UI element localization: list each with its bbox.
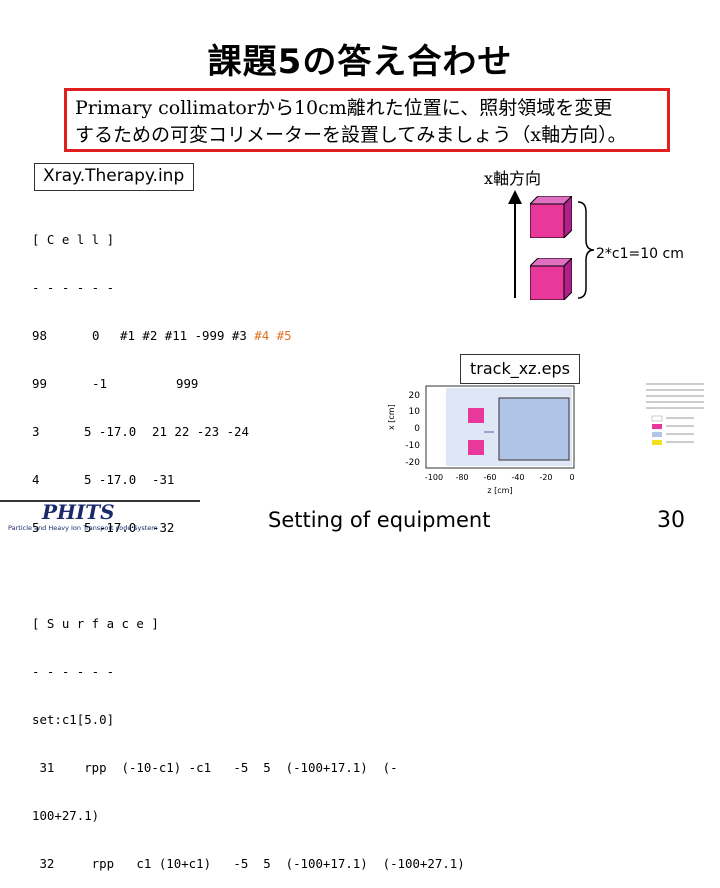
- instruction-box: Primary collimatorから10cm離れた位置に、照射領域を変更 す…: [64, 88, 670, 152]
- plot-ylabel: x [cm]: [387, 404, 396, 430]
- surface-32-line: 32 rpp c1 (10+c1) -5 5 (-100+17.1) (-100…: [32, 856, 465, 871]
- surface-31-line-a: 31 rpp (-10-c1) -c1 -5 5 (-100+17.1) (-: [32, 760, 398, 775]
- slide-title: 課題5の答え合わせ: [207, 42, 513, 82]
- size-label: 2*c1=10 cm: [596, 246, 684, 262]
- target-block: [498, 397, 570, 461]
- x-tick: 0: [569, 473, 574, 482]
- x-tick: -60: [483, 473, 496, 482]
- surface-header: [ S u r f a c e ]: [32, 616, 159, 631]
- logo-subtitle: Particle and Heavy Ion Transport code Sy…: [8, 524, 158, 532]
- caption: Setting of equipment: [268, 508, 491, 532]
- y-tick: 20: [409, 391, 421, 401]
- track-plot: x [cm] 20 10 0 -10 -20 -100 -80 -60 -40 …: [387, 383, 704, 495]
- collimator-cube-top-icon: [530, 196, 572, 238]
- collimator-bottom-mark: [468, 440, 484, 455]
- y-tick: 10: [409, 407, 421, 417]
- y-tick: 0: [414, 424, 420, 434]
- set-line: set:c1[5.0]: [32, 712, 115, 727]
- x-tick: -80: [455, 473, 468, 482]
- input-file-label: Xray.Therapy.inp: [34, 163, 194, 191]
- x-axis-arrow-icon: [508, 190, 522, 298]
- page-number: 30: [657, 508, 685, 533]
- phits-logo: PHITS Particle and Heavy Ion Transport c…: [4, 500, 194, 538]
- x-tick: -20: [539, 473, 552, 482]
- brace-icon: [577, 201, 595, 299]
- surface-dashes: - - - - - -: [32, 664, 115, 679]
- surface-31-line-b: 100+27.1): [32, 808, 100, 823]
- footer-divider: [0, 500, 200, 502]
- x-direction-label: x軸方向: [484, 169, 542, 188]
- instruction-line-2: するための可変コリメーターを設置してみましょう（x軸方向）。: [75, 124, 627, 146]
- collimator-top-mark: [468, 408, 484, 423]
- x-tick: -40: [511, 473, 524, 482]
- collimator-cube-bottom-icon: [530, 258, 572, 300]
- logo-name: PHITS: [42, 500, 115, 524]
- y-tick: -10: [405, 441, 420, 451]
- x-tick: -100: [425, 473, 443, 482]
- plot-file-label: track_xz.eps: [460, 354, 580, 384]
- instruction-line-1: Primary collimatorから10cm離れた位置に、照射領域を変更: [75, 97, 613, 119]
- plot-legend: [646, 383, 704, 445]
- plot-xlabel: z [cm]: [487, 486, 512, 495]
- cell-header: [ C e l l ]: [32, 232, 115, 247]
- cell-dashes: - - - - - -: [32, 280, 115, 295]
- y-tick: -20: [405, 458, 420, 468]
